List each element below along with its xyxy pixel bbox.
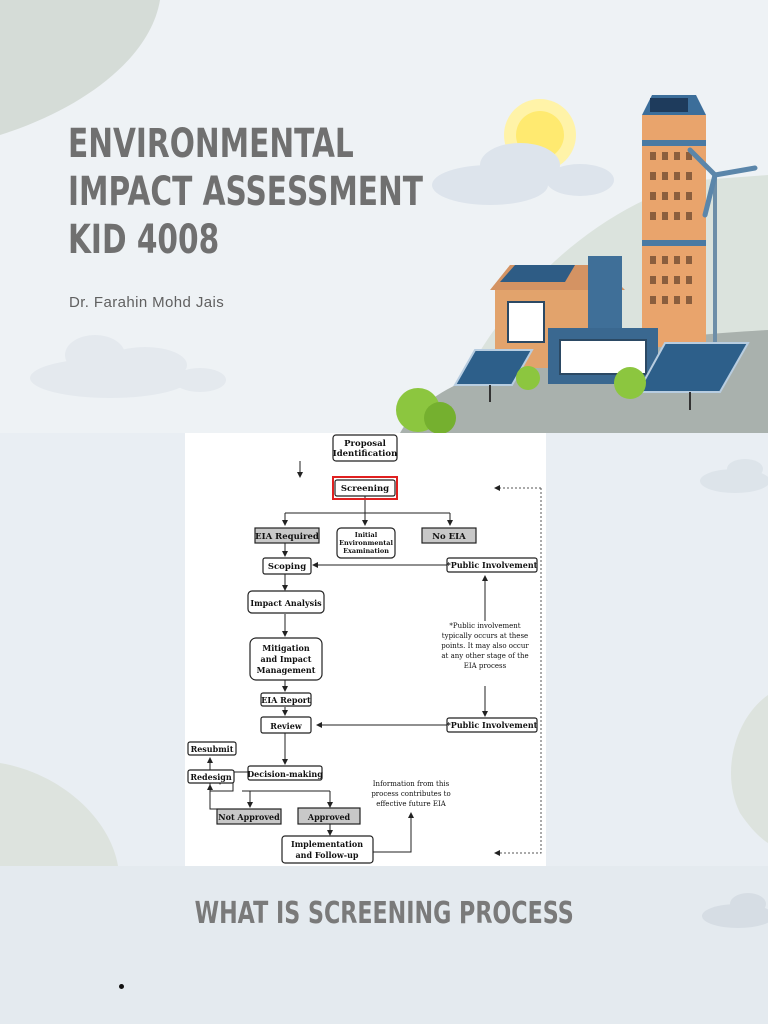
section-title: What is screening process [0, 896, 768, 931]
content-slide: What is screening process [0, 866, 768, 1024]
fc-impact-analysis: Impact Analysis [250, 598, 322, 608]
screening-highlight [332, 476, 398, 500]
title-line-2: Impact Assessment [68, 169, 423, 215]
page-title: Environmental Impact Assessment KID 4008 [68, 120, 423, 264]
fc-pi-note-1: *Public involvement [449, 622, 520, 630]
background-decoration [0, 459, 768, 866]
fc-scoping: Scoping [268, 562, 306, 572]
fc-redesign: Redesign [190, 772, 232, 782]
fc-info-note-3: effective future EIA [376, 800, 447, 808]
fc-approved: Approved [307, 812, 351, 822]
background-decoration [0, 0, 768, 433]
flowchart-diagram: Proposal Identification Screening EIA Re… [187, 434, 542, 864]
fc-info-note-1: Information from this [373, 780, 450, 788]
section-title-text: What is screening process [194, 896, 574, 931]
fc-not-approved: Not Approved [218, 812, 280, 822]
fc-screening: Screening [341, 484, 389, 494]
bullet-point [119, 984, 124, 989]
background-decoration [702, 893, 768, 928]
fc-initial-3: Examination [343, 547, 389, 555]
fc-review: Review [270, 721, 303, 731]
fc-resubmit: Resubmit [191, 744, 234, 754]
title-line-1: Environmental [68, 121, 354, 167]
title-line-3: KID 4008 [68, 217, 220, 263]
fc-implementation-2: and Follow-up [296, 850, 359, 860]
fc-info-note-2: process contributes to [371, 790, 450, 798]
fc-mitigation-3: Management [257, 665, 316, 675]
fc-eia-required: EIA Required [255, 532, 319, 542]
fc-mitigation-2: and Impact [261, 654, 312, 664]
fc-pi-note-3: points. It may also occur [441, 642, 529, 650]
fc-public-involvement-1: *Public Involvement [447, 560, 538, 570]
fc-pi-note-4: at any other stage of the [441, 652, 528, 660]
fc-initial-2: Environmental [339, 539, 393, 547]
flowchart-slide: Proposal Identification Screening EIA Re… [0, 433, 768, 866]
fc-proposal-1: Proposal [344, 439, 386, 449]
fc-eia-report: EIA Report [261, 695, 311, 705]
fc-no-eia: No EIA [432, 532, 466, 542]
fc-pi-note-2: typically occurs at these [442, 632, 528, 640]
title-slide: Environmental Impact Assessment KID 4008… [0, 0, 768, 433]
fc-proposal-2: Identification [333, 449, 398, 459]
fc-decision: Decision-making [247, 769, 323, 779]
eia-flowchart: Proposal Identification Screening EIA Re… [185, 433, 546, 866]
fc-mitigation-1: Mitigation [262, 643, 309, 653]
fc-initial-1: Initial [355, 531, 378, 539]
fc-implementation-1: Implementation [291, 839, 363, 849]
author-name: Dr. Farahin Mohd Jais [69, 294, 225, 311]
fc-pi-note-5: EIA process [464, 662, 507, 670]
fc-public-involvement-2: *Public Involvement [447, 720, 538, 730]
